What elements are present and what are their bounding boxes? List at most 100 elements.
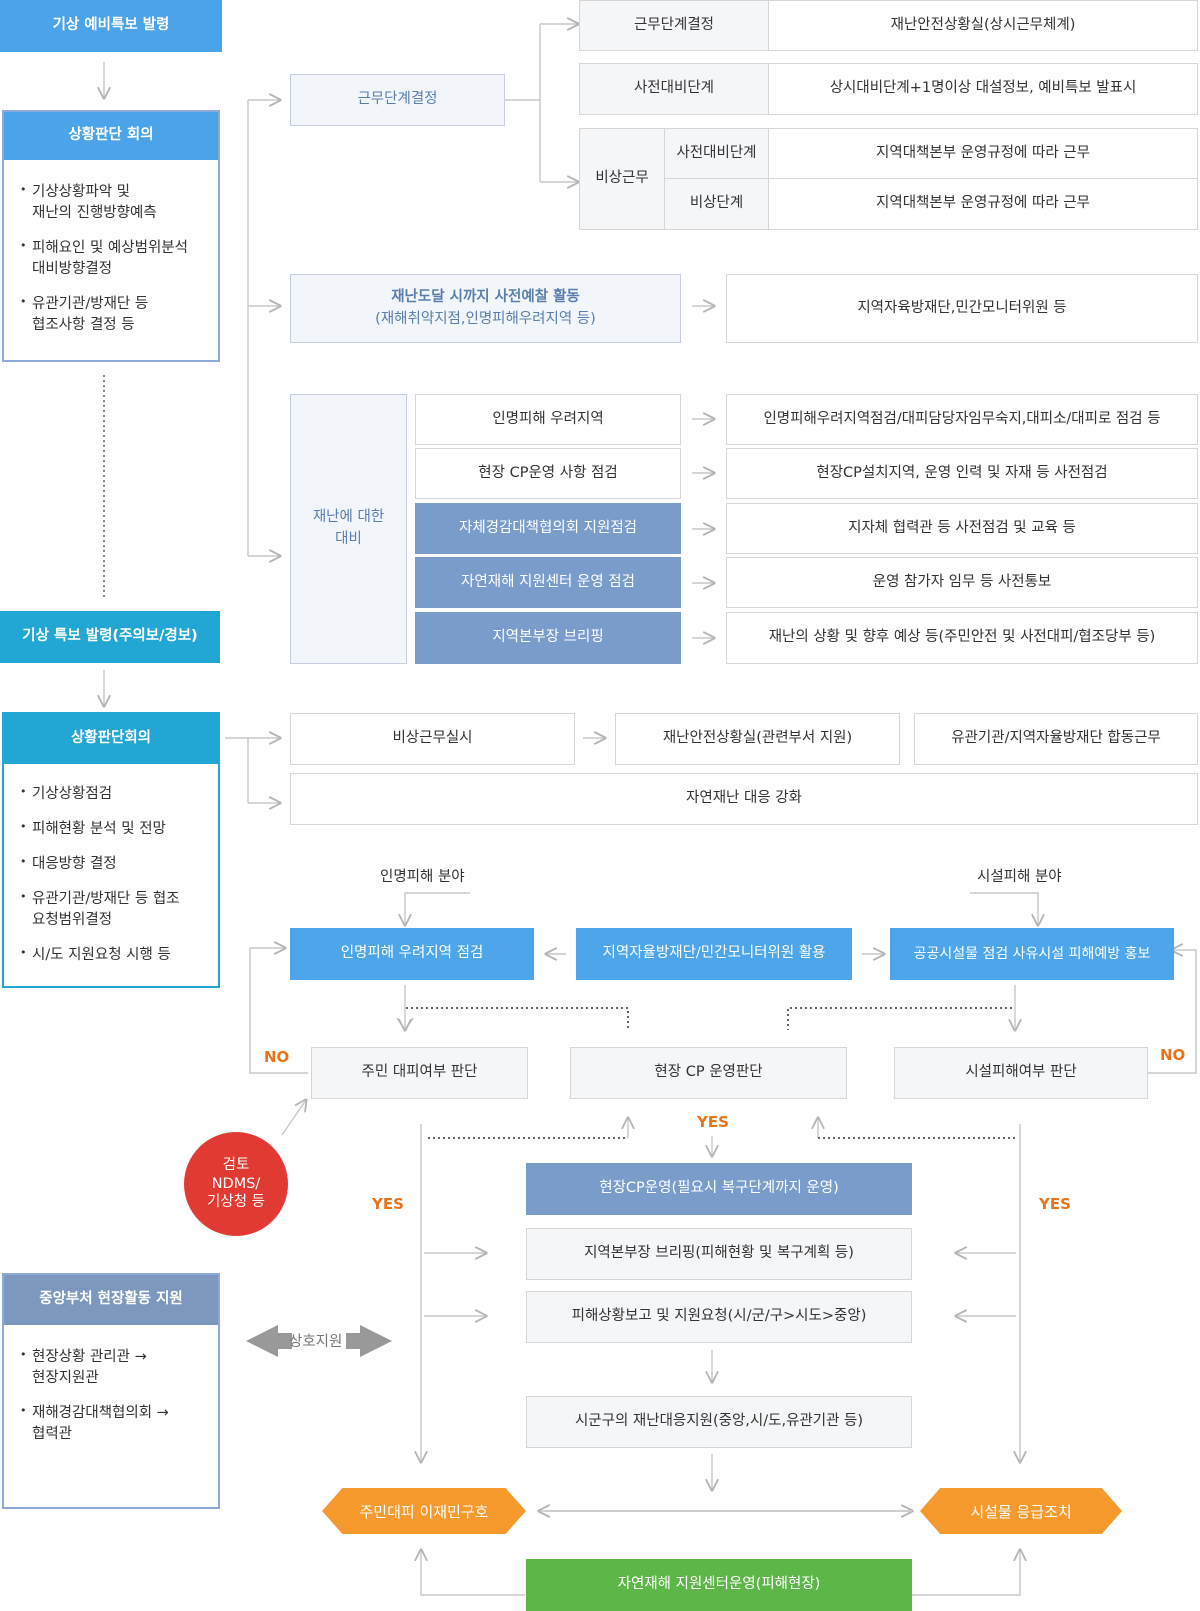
duty-row-desc: 상시대비단계+1명이상 대설정보, 예비특보 발표시: [768, 63, 1198, 115]
duty-row-desc-text: 재난안전상황실(상시근무체계): [890, 16, 1076, 33]
pre-warning-label: 기상 예비특보 발령: [52, 17, 170, 34]
cp-operation-text: 현장CP운영(필요시 복구단계까지 운영): [599, 1180, 839, 1197]
central-panel: 중앙부처 현장활동 지원 현장상황 관리관 → 현장지원관 재해경감대책협의회 …: [2, 1273, 220, 1509]
prep-row-label: 현장 CP운영 사항 점검: [415, 448, 681, 499]
yes-label-right: YES: [1039, 1195, 1071, 1213]
duty-row-desc: 재난안전상황실(상시근무체계): [768, 0, 1198, 51]
emergency-row-desc-text: 지역대책본부 운영규정에 따라 근무: [876, 144, 1090, 161]
patrol-box: 재난도달 시까지 사전예찰 활동 (재해취약지점,인명피해우려지역 등): [290, 274, 681, 343]
life-area-label: 인명피해 분야: [380, 869, 465, 885]
situation-room-text: 재난안전상황실(관련부서 지원): [662, 730, 853, 747]
evac-decision-text: 주민 대피여부 판단: [361, 1064, 478, 1081]
no-label-right: NO: [1160, 1046, 1186, 1064]
yes-label-center: YES: [697, 1113, 729, 1131]
life-check-text: 인명피해 우려지역 점검: [340, 945, 484, 962]
emergency-duty-label: 비상근무: [579, 128, 665, 230]
prep-row-desc-text: 인명피해우려지역점검/대피담당자임무숙지,대피소/대피로 점검 등: [763, 410, 1161, 427]
meeting1-panel: 상황판단 회의 기상상황파악 및 재난의 진행방향예측 피해요인 및 예상범위분…: [2, 110, 220, 362]
duty-decision-box: 근무단계결정: [290, 74, 505, 126]
prep-row-label: 자체경감대책협의회 지원점검: [415, 503, 681, 554]
duty-row-label-text: 근무단계결정: [633, 16, 715, 33]
prep-row-label-text: 인명피해 우려지역: [492, 410, 604, 427]
prep-row-label-text: 자체경감대책협의회 지원점검: [458, 519, 638, 536]
report-text: 피해상황보고 및 지원요청(시/군/구>시도>중앙): [571, 1308, 867, 1325]
facility-check-box: 공공시설물 점검 사유시설 피해예방 홍보: [890, 928, 1174, 980]
meeting2-item: 대응방향 결정: [18, 854, 214, 875]
prep-row-label-text: 지역본부장 브리핑: [492, 629, 604, 646]
emergency-row-label: 사전대비단계: [664, 128, 769, 179]
meeting2-item: 피해현황 분석 및 전망: [18, 819, 214, 840]
meeting1-title-text: 상황판단 회의: [68, 127, 154, 144]
joint-duty-box: 유관기관/지역자율방재단 합동근무: [914, 713, 1198, 765]
reinforce-text: 자연재난 대응 강화: [686, 790, 802, 807]
evacuation-text: 주민대피 이재민구호: [359, 1502, 489, 1521]
emergency-duty-text: 비상근무: [595, 170, 649, 187]
prep-row-desc-text: 재난의 상황 및 향후 예상 등(주민안전 및 사전대피/협조당부 등): [768, 629, 1156, 646]
warning-label: 기상 특보 발령(주의보/경보): [22, 628, 198, 645]
emergency-row-label-text: 사전대비단계: [676, 144, 757, 161]
meeting1-item: 피해요인 및 예상범위분석 대비방향결정: [18, 238, 214, 280]
prep-row-label-text: 현장 CP운영 사항 점검: [478, 464, 618, 481]
no-label-left: NO: [264, 1048, 290, 1066]
life-check-box: 인명피해 우려지역 점검: [290, 928, 534, 980]
central-item: 현장상황 관리관 → 현장지원관: [18, 1347, 214, 1389]
duty-decision-label: 근무단계결정: [357, 91, 438, 108]
duty-row-label: 근무단계결정: [579, 0, 769, 51]
prep-row-desc-text: 현장CP설치지역, 운영 인력 및 자재 등 사전점검: [816, 464, 1108, 481]
prep-row-desc: 지자체 협력관 등 사전점검 및 교육 등: [726, 503, 1198, 554]
facility-decision-box: 시설피해여부 판단: [894, 1047, 1148, 1099]
patrol-title: 재난도달 시까지 사전예찰 활동: [391, 288, 580, 305]
prep-row-label: 인명피해 우려지역: [415, 394, 681, 445]
prep-row-label: 자연재해 지원센터 운영 점검: [415, 557, 681, 608]
prep-row-desc: 재난의 상황 및 향후 예상 등(주민안전 및 사전대피/협조당부 등): [726, 612, 1198, 664]
central-title: 중앙부처 현장활동 지원: [4, 1275, 218, 1325]
duty-row-desc-text: 상시대비단계+1명이상 대설정보, 예비특보 발표시: [829, 80, 1137, 97]
facility-check-text: 공공시설물 점검 사유시설 피해예방 홍보: [913, 945, 1151, 962]
emergency-duty-box-text: 비상근무실시: [392, 730, 473, 747]
meeting2-panel: 상황판단회의 기상상황점검 피해현황 분석 및 전망 대응방향 결정 유관기관/…: [2, 712, 220, 988]
emergency-action-text: 시설물 응급조치: [970, 1502, 1072, 1521]
situation-room-box: 재난안전상황실(관련부서 지원): [615, 713, 900, 765]
review-circle: 검토 NDMS/ 기상청 등: [184, 1132, 288, 1236]
pre-warning-box: 기상 예비특보 발령: [0, 0, 222, 52]
yes-label-left: YES: [372, 1195, 404, 1213]
meeting2-item: 유관기관/방재단 등 협조 요청범위결정: [18, 889, 214, 931]
meeting2-item: 기상상황점검: [18, 784, 214, 805]
prep-title-box: 재난에 대한 대비: [290, 394, 407, 664]
prep-row-label-text: 자연재해 지원센터 운영 점검: [461, 573, 635, 590]
warning-box: 기상 특보 발령(주의보/경보): [0, 611, 220, 663]
prep-row-desc-text: 지자체 협력관 등 사전점검 및 교육 등: [848, 519, 1076, 536]
prep-row-desc: 인명피해우려지역점검/대피담당자임무숙지,대피소/대피로 점검 등: [726, 394, 1198, 445]
meeting1-item: 유관기관/방재단 등 협조사항 결정 등: [18, 294, 214, 336]
meeting2-item: 시/도 지원요청 시행 등: [18, 945, 214, 966]
emergency-row-label-text: 비상단계: [689, 195, 744, 212]
patrol-subtitle: (재해취약지점,인명피해우려지역 등): [375, 310, 596, 327]
prep-row-desc-text: 운영 참가자 임무 등 사전통보: [872, 573, 1052, 590]
facility-decision-text: 시설피해여부 판단: [965, 1064, 1077, 1081]
cp-decision-text: 현장 CP 운영판단: [654, 1064, 763, 1081]
patrol-desc: 지역자육방재단,민간모니터위원 등: [726, 274, 1198, 343]
joint-duty-text: 유관기관/지역자율방재단 합동근무: [951, 730, 1161, 747]
emergency-action-hexagon: 시설물 응급조치: [920, 1488, 1122, 1534]
facility-area-label: 시설피해 분야: [977, 869, 1062, 885]
briefing-text: 지역본부장 브리핑(피해현황 및 복구계획 등): [584, 1245, 854, 1262]
patrol-desc-text: 지역자육방재단,민간모니터위원 등: [857, 299, 1067, 316]
prep-row-desc: 현장CP설치지역, 운영 인력 및 자재 등 사전점검: [726, 448, 1198, 499]
central-title-text: 중앙부처 현장활동 지원: [39, 1291, 183, 1308]
mutual-support-label: 상호지원: [289, 1334, 343, 1350]
emergency-row-desc: 지역대책본부 운영규정에 따라 근무: [768, 128, 1198, 179]
central-item: 재해경감대책협의회 → 협력관: [18, 1403, 214, 1445]
emergency-row-label: 비상단계: [664, 178, 769, 230]
support-text: 시군구의 재난대응지원(중앙,시/도,유관기관 등): [574, 1413, 864, 1430]
emergency-row-desc: 지역대책본부 운영규정에 따라 근무: [768, 178, 1198, 230]
emergency-duty-box: 비상근무실시: [290, 713, 575, 765]
emergency-row-desc-text: 지역대책본부 운영규정에 따라 근무: [876, 195, 1090, 212]
prep-row-label: 지역본부장 브리핑: [415, 612, 681, 664]
reinforce-box: 자연재난 대응 강화: [290, 773, 1198, 825]
evac-decision-box: 주민 대피여부 판단: [311, 1047, 528, 1099]
meeting1-item: 기상상황파악 및 재난의 진행방향예측: [18, 182, 214, 224]
duty-row-label-text: 사전대비단계: [633, 80, 715, 97]
evacuation-hexagon: 주민대피 이재민구호: [322, 1488, 526, 1534]
center-text: 자연재해 지원센터운영(피해현장): [617, 1576, 821, 1593]
